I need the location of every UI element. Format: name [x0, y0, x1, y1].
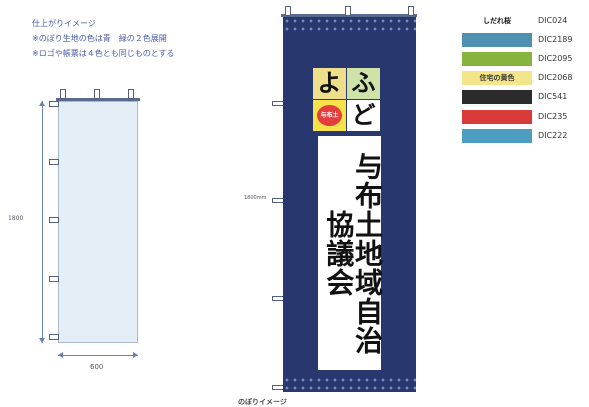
plain-banner-height-label: 1800 [8, 215, 24, 222]
plain-banner-width-label: 600 [90, 363, 104, 371]
legend-swatch [462, 129, 532, 143]
designed-banner-top-tab [408, 6, 414, 16]
width-dimension-line [58, 352, 138, 358]
legend-swatch [462, 52, 532, 66]
banner-title-box: 与布土地域自治協議会 [318, 136, 384, 370]
legend-row: DIC235 [462, 110, 582, 124]
plain-banner-side-loop [49, 101, 59, 107]
logo-badge-text: 与布土 [317, 105, 342, 126]
legend-code: DIC024 [538, 16, 568, 25]
legend-row: 住宅の黄色 DIC2068 [462, 71, 582, 85]
designed-banner: よ ふ 与布土 ど 与布土地域自治協議会 [283, 17, 416, 392]
plain-banner-top-tab [94, 89, 100, 99]
notes-line-2: ※ロゴや帳票は４色とも同じものとする [32, 49, 175, 58]
plain-banner-top-tab [128, 89, 134, 99]
legend-code: DIC235 [538, 112, 568, 121]
banner-pattern-bottom [283, 376, 416, 392]
logo-char-do: ど [347, 100, 380, 131]
legend-row: DIC2189 [462, 33, 582, 47]
legend-swatch: 住宅の黄色 [462, 71, 532, 85]
plain-banner [58, 101, 138, 343]
legend-row: DIC541 [462, 90, 582, 104]
caption: のぼりイメージ [238, 398, 287, 406]
plain-banner-side-loop [49, 276, 59, 282]
legend-row: DIC2095 [462, 52, 582, 66]
legend-row: しだれ桜 DIC024 [462, 14, 582, 28]
legend-code: DIC2189 [538, 35, 573, 44]
notes-line-1: ※のぼり生地の色は青 緑の２色展開 [32, 34, 167, 43]
plain-banner-side-loop [49, 217, 59, 223]
legend-code: DIC222 [538, 131, 568, 140]
plain-banner-top-pole [56, 98, 140, 101]
logo-char-fu: ふ [347, 68, 380, 99]
legend-code: DIC2068 [538, 73, 573, 82]
designed-banner-height-label: 1800mm [244, 195, 267, 201]
plain-banner-top-tab [60, 89, 66, 99]
legend-code: DIC2095 [538, 54, 573, 63]
banner-title: 与布土地域自治協議会 [322, 151, 384, 355]
plain-banner-side-loop [49, 159, 59, 165]
designed-banner-top-tab [285, 6, 291, 16]
plain-banner-side-loop [49, 334, 59, 340]
legend-code: DIC541 [538, 92, 568, 101]
legend-swatch: しだれ桜 [462, 14, 532, 28]
banner-pattern-top [283, 17, 416, 33]
height-dimension-line [39, 101, 45, 343]
notes: 仕上がりイメージ ※のぼり生地の色は青 緑の２色展開 ※ロゴや帳票は４色とも同じ… [32, 16, 174, 61]
designed-banner-top-tab [345, 6, 351, 16]
legend-swatch [462, 90, 532, 104]
legend-swatch [462, 33, 532, 47]
logo-char-yo: よ [313, 68, 346, 99]
notes-title: 仕上がりイメージ [32, 19, 96, 28]
legend-swatch [462, 110, 532, 124]
logo-badge: 与布土 [313, 100, 346, 131]
legend-row: DIC222 [462, 129, 582, 143]
